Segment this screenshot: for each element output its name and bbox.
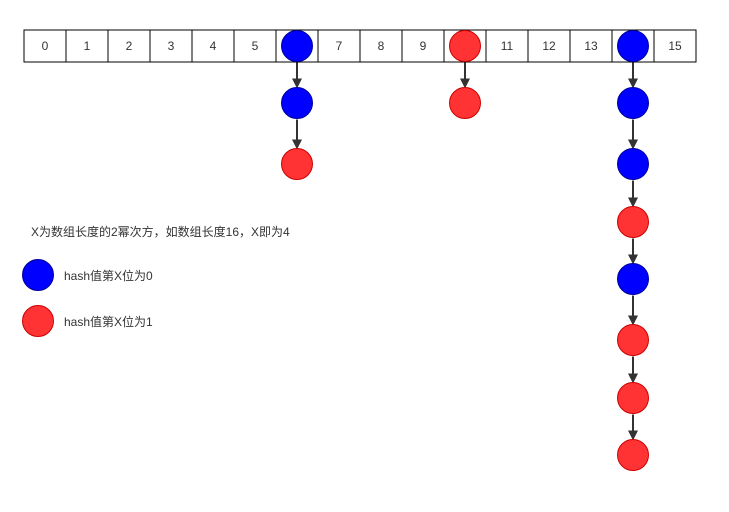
array-cell [317,29,361,63]
array-cell [191,29,235,63]
array-cell [485,29,529,63]
blue-node [281,30,313,62]
array-cell-label: 2 [126,39,133,53]
array-cell-label: 5 [252,39,259,53]
red-node [617,206,649,238]
legend-label-blue: hash值第X位为0 [64,269,153,283]
red-node [449,30,481,62]
array-cell-label: 3 [168,39,175,53]
red-node [617,439,649,471]
red-node [281,148,313,180]
array-cell [569,29,613,63]
array-cell-label: 7 [336,39,343,53]
blue-node-legend-icon [22,259,54,291]
red-node-legend-icon [22,305,54,337]
array-cell [653,29,697,63]
array-cell [23,29,67,63]
array-cell-label: 15 [668,39,682,53]
red-node [449,87,481,119]
array-cell-label: 0 [42,39,49,53]
caption-text: X为数组长度的2幂次方，如数组长度16，X即为4 [31,225,290,239]
legend-label-red: hash值第X位为1 [64,315,153,329]
chain-nodes [281,30,649,471]
array-cell [359,29,403,63]
blue-node [617,263,649,295]
array-cell-label: 12 [542,39,556,53]
array-cell-label: 9 [420,39,427,53]
chain-links [292,62,638,441]
array-cell-label: 4 [210,39,217,53]
blue-node [617,148,649,180]
array-cell-label: 1 [84,39,91,53]
array-cell [65,29,109,63]
array-cell [527,29,571,63]
array-cell-label: 8 [378,39,385,53]
red-node [617,324,649,356]
blue-node [281,87,313,119]
array-cell [107,29,151,63]
blue-node [617,87,649,119]
array-cell-label: 11 [501,39,514,53]
array-cell [233,29,277,63]
blue-node [617,30,649,62]
array-cell-label: 13 [584,39,598,53]
red-node [617,382,649,414]
array-cell [401,29,445,63]
